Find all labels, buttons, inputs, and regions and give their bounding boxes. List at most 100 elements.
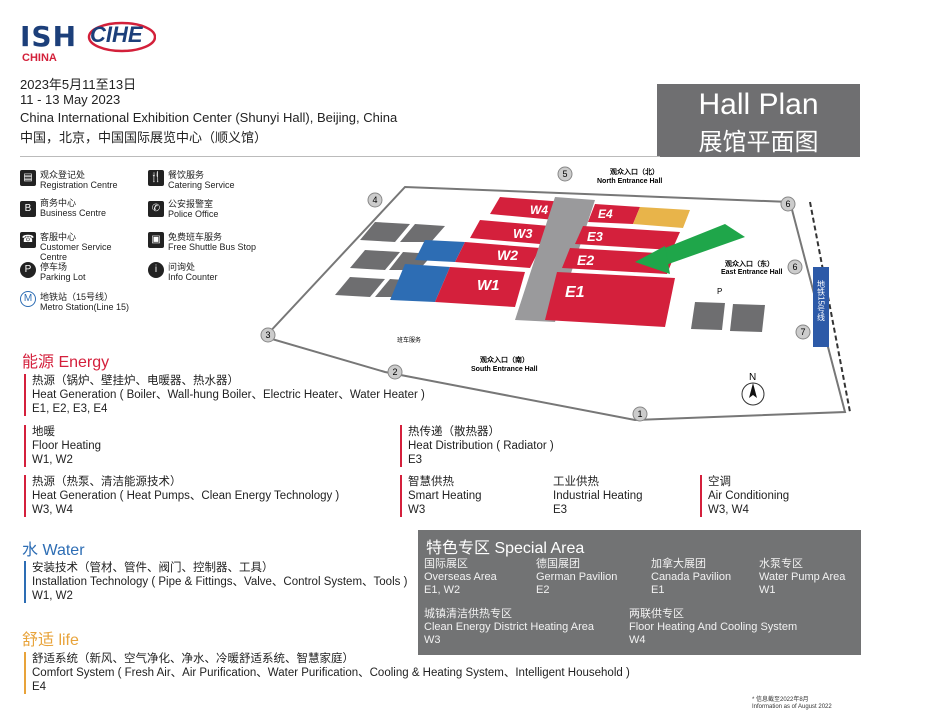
svg-text:5: 5 [562,169,567,179]
gate-2 [387,364,403,380]
hall-label-e3: E3 [587,229,604,244]
life-title: 舒适 life [22,632,79,649]
svg-text:1: 1 [637,409,642,419]
svg-text:6: 6 [792,262,797,272]
energy-item-heat-pumps: 热源（热泵、清洁能源技术）Heat Generation ( Heat Pump… [24,475,339,517]
compass-icon: N [741,372,765,406]
police-icon: ✆ [148,201,164,217]
parking-block-east-2 [730,304,765,332]
parking-block-east-1 [691,302,725,330]
hall-w3 [470,220,550,244]
green-arrow-icon [635,224,745,274]
venue-zh: 中国，北京，中国国际展览中心（顺义馆） [20,130,268,145]
info-icon: i [148,262,164,278]
legend-metro: 地铁站（15号线）Metro Station(Line 15) [40,292,130,312]
ish-china-logo: CHINA [22,52,57,64]
catering-icon: 🍴 [148,170,164,186]
hall-e2 [562,248,675,274]
header-divider [20,156,660,157]
svg-text:7: 7 [800,327,805,337]
north-entrance-en: North Entrance Hall [597,178,662,185]
cihe-logo-swoosh-icon [87,21,157,53]
metro-label-box [813,267,829,347]
hall-label-w4: W4 [530,203,548,217]
metro-label: 地铁15号线 [817,279,826,321]
metro-icon: M [20,291,36,307]
parking-icon: P [20,262,36,278]
hall-plan-title-zh: 展馆平面图 [698,129,819,156]
east-entrance-zh: 观众入口（东） [725,259,774,268]
business-centre-icon: B [20,201,36,217]
parking-label: P [717,287,722,296]
hall-e1 [545,272,675,327]
ish-logo: ISH [20,20,78,53]
hall-w2-west [415,240,465,262]
hall-e4-yellow [633,207,690,228]
date-en: 11 - 13 May 2023 [20,92,121,107]
gate-6b [787,259,803,275]
shuttle-label: 班车服务 [397,336,421,344]
hall-e3 [575,226,680,250]
hall-label-w1: W1 [477,277,500,294]
gate-4 [367,192,383,208]
hall-label-e1: E1 [565,284,585,301]
shuttle-bus-icon: ▣ [148,232,164,248]
svg-text:6: 6 [785,199,790,209]
hall-plan-title-en: Hall Plan [698,88,819,121]
south-entrance-en: South Entrance Hall [471,366,538,373]
hall-label-w3: W3 [513,226,533,241]
gate-5 [557,166,573,182]
svg-text:N: N [749,372,756,383]
registration-icon: ▤ [20,170,36,186]
hall-map: W4 W3 W2 W1 E4 E3 E2 E1 观众入口（北） North En… [260,166,851,422]
cihe-logo-text: CIHE [90,22,143,47]
east-entrance-en: East Entrance Hall [721,269,783,276]
hall-w1 [435,267,525,307]
central-spine [515,197,595,322]
gate-3 [260,327,276,343]
energy-item-heat-distribution: 热传递（散热器）Heat Distribution ( Radiator )E3 [400,425,554,467]
hall-label-w2: W2 [497,247,518,263]
date-zh: 2023年5月11至13日 [20,77,137,92]
water-title: 水 Water [22,542,85,559]
venue-en: China International Exhibition Center (S… [20,110,398,125]
hall-label-e2: E2 [577,252,594,268]
gate-markers: 1 2 3 4 5 6 6 7 [260,166,811,422]
svg-text:4: 4 [372,195,377,205]
svg-text:3: 3 [265,330,270,340]
south-entrance-zh: 观众入口（南） [480,355,529,364]
site-outline [263,185,847,422]
gate-7 [795,324,811,340]
hall-w2 [455,242,540,268]
energy-title: 能源 Energy [22,354,110,371]
north-entrance-zh: 观众入口（北） [610,167,659,176]
metro-line [809,201,851,413]
hall-w4 [490,197,565,220]
water-item-installation: 安装技术（管材、管件、阀门、控制器、工具）Installation Techno… [24,561,407,603]
hall-w1-west [390,264,450,302]
cihe-logo [86,20,157,54]
gate-6 [780,196,796,212]
customer-service-icon: ☎ [20,232,36,248]
hall-label-e4: E4 [598,207,613,221]
